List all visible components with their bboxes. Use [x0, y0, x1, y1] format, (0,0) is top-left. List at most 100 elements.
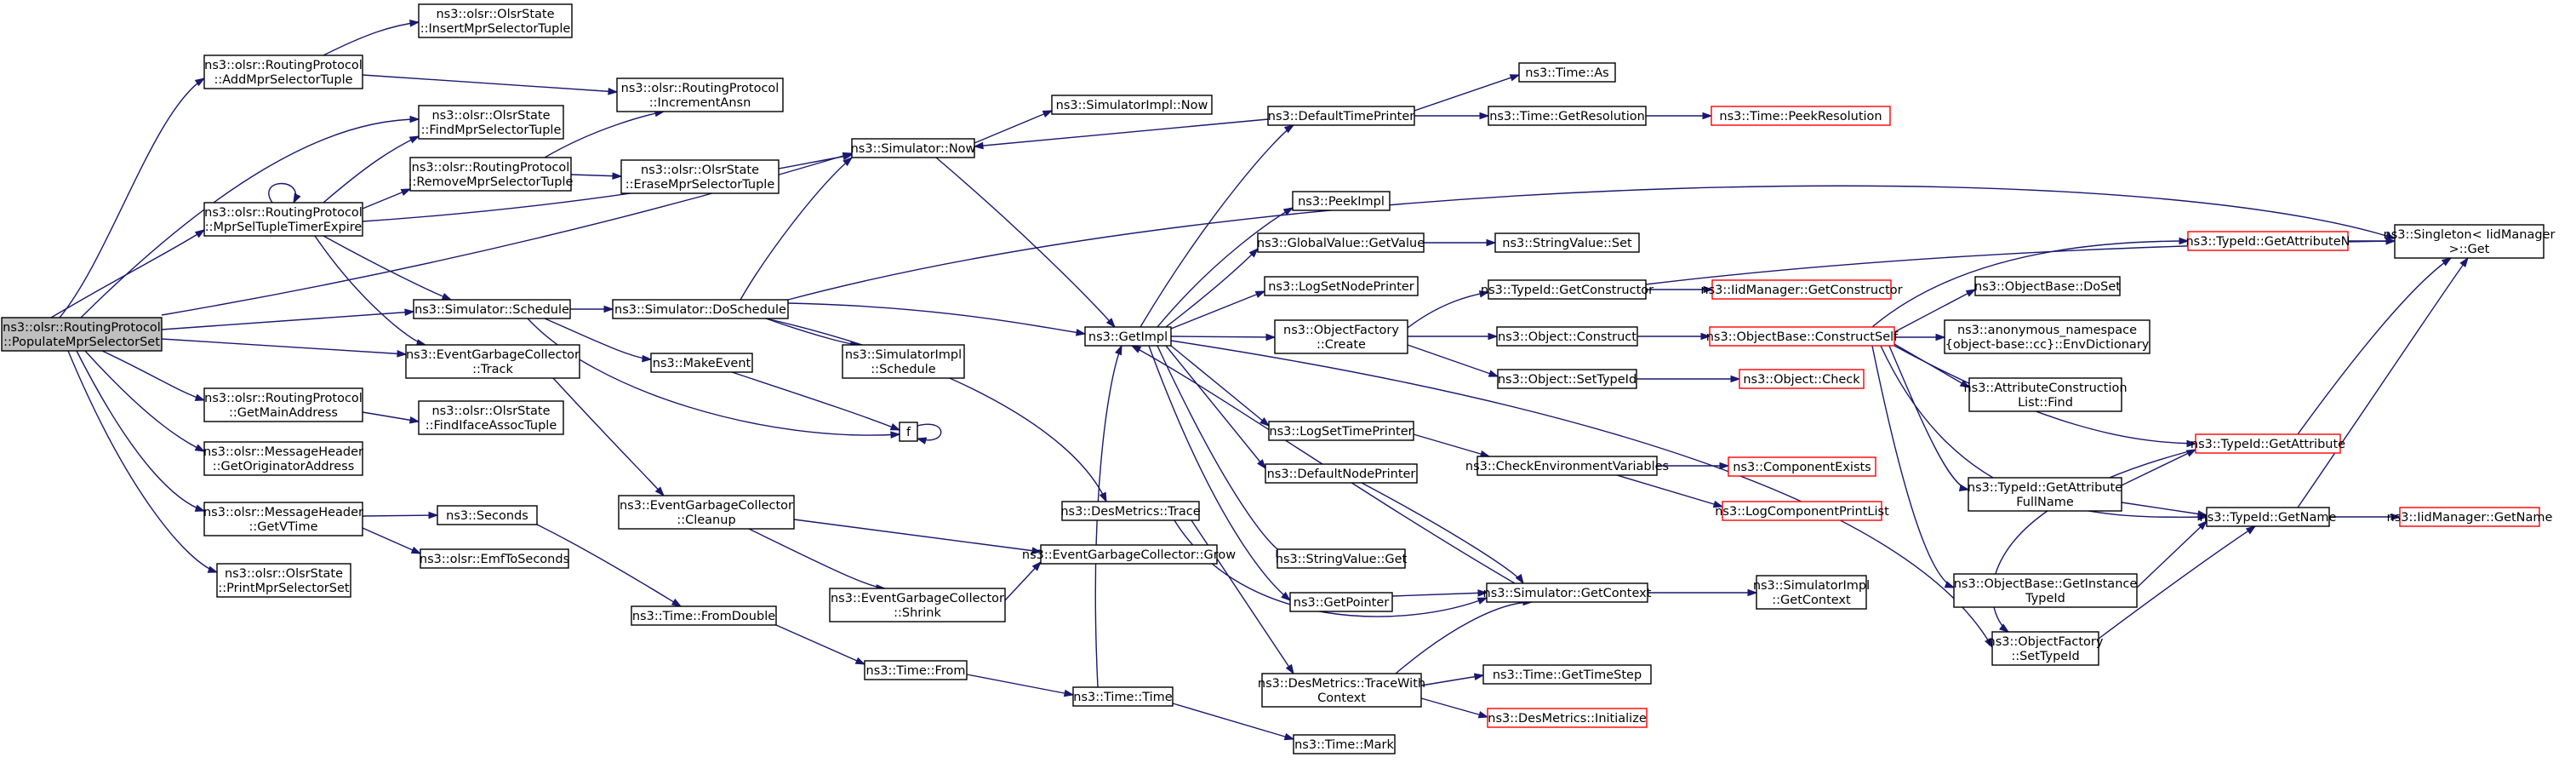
node-timegetres[interactable]: ns3::Time::GetResolution	[1488, 106, 1647, 126]
node-emftosec[interactable]: ns3::olsr::EmfToSeconds	[420, 548, 569, 569]
node-f[interactable]: f	[899, 422, 918, 442]
node-box	[203, 202, 363, 237]
call-edge-getvtime-to-emftosec	[362, 527, 422, 554]
node-egcshrink[interactable]: ns3::EventGarbageCollector::Shrink	[829, 588, 1006, 622]
node-label-line: TypeId	[2025, 592, 2065, 605]
node-timeas[interactable]: ns3::Time::As	[1518, 62, 1616, 83]
node-erasempr[interactable]: ns3::olsr::OlsrState::EraseMprSelectorTu…	[620, 159, 780, 194]
node-tidgetconstructor[interactable]: ns3::TypeId::GetConstructor	[1481, 279, 1654, 300]
node-getorigaddr[interactable]: ns3::olsr::MessageHeader::GetOriginatorA…	[203, 441, 363, 476]
call-edge-destracewithctx-to-timegetstep	[1420, 673, 1485, 686]
node-box	[203, 502, 363, 536]
node-label-line: ::AddMprSelectorTuple	[214, 73, 352, 87]
node-label-line: ::Cleanup	[677, 513, 735, 527]
node-insertmpr[interactable]: ns3::olsr::OlsrState::InsertMprSelectorT…	[418, 3, 573, 38]
node-deftimeprinter[interactable]: ns3::DefaultTimePrinter	[1267, 106, 1415, 126]
node-doschedule[interactable]: ns3::Simulator::DoSchedule	[612, 299, 789, 319]
node-label-line: ns3::Object::Check	[1743, 373, 1860, 387]
node-label-line: ns3::ComponentExists	[1733, 461, 1871, 474]
node-label-line: ns3::ObjectFactory	[1988, 635, 2104, 649]
node-tidgetattr[interactable]: ns3::TypeId::GetAttribute	[2190, 433, 2345, 454]
call-edge-destracewithctx-to-simgetcontext	[1395, 598, 1534, 674]
node-compexists[interactable]: ns3::ComponentExists	[1728, 456, 1876, 477]
node-label-line: ns3::StringValue::Set	[1502, 237, 1632, 250]
node-makeevent[interactable]: ns3::MakeEvent	[650, 353, 753, 373]
node-logcompprint[interactable]: ns3::LogComponentPrintList	[1715, 501, 1889, 521]
node-logsettimeprinter[interactable]: ns3::LogSetTimePrinter	[1268, 421, 1414, 441]
node-obdoset[interactable]: ns3::ObjectBase::DoSet	[1974, 276, 2121, 296]
node-label-line: ns3::Time::From	[866, 664, 966, 678]
node-tidgetattrn[interactable]: ns3::TypeId::GetAttributeN	[2185, 231, 2350, 251]
call-edge-addmpr-to-incansn	[362, 74, 619, 95]
node-addmpr[interactable]: ns3::olsr::RoutingProtocol::AddMprSelect…	[203, 54, 363, 89]
node-timegetstep[interactable]: ns3::Time::GetTimeStep	[1482, 664, 1652, 685]
node-mprseltimer[interactable]: ns3::olsr::RoutingProtocol::MprSelTupleT…	[203, 202, 363, 237]
node-iidgetconstructor[interactable]: ns3::IidManager::GetConstructor	[1700, 279, 1903, 300]
node-svget[interactable]: ns3::StringValue::Get	[1276, 548, 1408, 569]
node-objsettypeid[interactable]: ns3::Object::SetTypeId	[1497, 369, 1637, 389]
node-getvtime[interactable]: ns3::olsr::MessageHeader::GetVTime	[203, 502, 363, 536]
node-label-line: ns3::Time::Time	[1073, 691, 1173, 704]
node-egccleanup[interactable]: ns3::EventGarbageCollector::Cleanup	[618, 495, 795, 530]
node-destrace[interactable]: ns3::DesMetrics::Trace	[1060, 501, 1201, 521]
node-timetime[interactable]: ns3::Time::Time	[1072, 686, 1174, 707]
node-label-line: ns3::olsr::RoutingProtocol	[3, 321, 161, 335]
node-root[interactable]: ns3::olsr::RoutingProtocol::PopulateMprS…	[1, 317, 163, 352]
node-desinit[interactable]: ns3::DesMetrics::Initialize	[1487, 708, 1648, 728]
node-simschedule[interactable]: ns3::Simulator::Schedule	[413, 299, 571, 319]
node-label-line: ns3::TypeId::GetAttributeN	[2185, 235, 2350, 249]
node-getmainaddr[interactable]: ns3::olsr::RoutingProtocol::GetMainAddre…	[203, 387, 363, 422]
node-timefrom[interactable]: ns3::Time::From	[864, 660, 968, 680]
node-box	[620, 159, 780, 194]
call-edge-makeevent-to-f	[731, 371, 901, 431]
node-tidgetname[interactable]: ns3::TypeId::GetName	[2200, 507, 2337, 527]
node-label-line: ns3::Object::Construct	[1498, 330, 1636, 344]
node-label-line: ns3::Time::GetTimeStep	[1493, 668, 1642, 682]
node-box	[409, 157, 572, 192]
node-seconds[interactable]: ns3::Seconds	[437, 505, 538, 525]
node-gvgetvalue[interactable]: ns3::GlobalValue::GetValue	[1257, 232, 1425, 253]
node-egcgrow[interactable]: ns3::EventGarbageCollector::Grow	[1022, 544, 1236, 565]
node-envdict[interactable]: ns3::anonymous_namespace{object-base::cc…	[1944, 319, 2150, 354]
node-simnow[interactable]: ns3::Simulator::Now	[851, 138, 976, 158]
node-getpointer[interactable]: ns3::GetPointer	[1289, 592, 1393, 612]
node-box	[405, 344, 580, 379]
node-simimplgetctx[interactable]: ns3::SimulatorImpl::GetContext	[1753, 575, 1870, 610]
node-timepeekres[interactable]: ns3::Time::PeekResolution	[1711, 106, 1891, 126]
node-checkenv[interactable]: ns3::CheckEnvironmentVariables	[1465, 456, 1669, 476]
node-getimpl[interactable]: ns3::GetImpl	[1084, 326, 1172, 347]
node-simgetcontext[interactable]: ns3::Simulator::GetContext	[1483, 582, 1652, 603]
call-edge-tidgetattrfull-to-tidgetname	[2121, 502, 2208, 518]
node-findmpr[interactable]: ns3::olsr::OlsrState::FindMprSelectorTup…	[418, 105, 564, 140]
node-removempr[interactable]: ns3::olsr::RoutingProtocol::RemoveMprSel…	[408, 157, 574, 192]
call-edge-deftimeprinter-to-timeas	[1414, 74, 1521, 112]
node-printmpr[interactable]: ns3::olsr::OlsrState::PrintMprSelectorSe…	[216, 563, 351, 598]
node-logsetnodeprinter[interactable]: ns3::LogSetNodePrinter	[1264, 276, 1419, 296]
node-ofsettypeid[interactable]: ns3::ObjectFactory::SetTypeId	[1988, 631, 2104, 666]
node-obconstructself[interactable]: ns3::ObjectBase::ConstructSelf	[1706, 326, 1899, 347]
node-incansn[interactable]: ns3::olsr::RoutingProtocol::IncrementAns…	[616, 77, 784, 112]
node-iidgetname[interactable]: ns3::IidManager::GetName	[2387, 507, 2553, 527]
node-label-line: ::IncrementAnsn	[649, 96, 751, 110]
node-simimplnow[interactable]: ns3::SimulatorImpl::Now	[1051, 95, 1213, 115]
node-label-line: ns3::EventGarbageCollector	[406, 348, 580, 362]
node-svset[interactable]: ns3::StringValue::Set	[1494, 232, 1640, 253]
node-label-line: ::GetOriginatorAddress	[213, 460, 355, 473]
call-edge-egccleanup-to-egcshrink	[748, 528, 887, 592]
node-defnodeprinter[interactable]: ns3::DefaultNodePrinter	[1265, 463, 1418, 484]
node-objfactcreate[interactable]: ns3::ObjectFactory::Create	[1274, 319, 1408, 354]
node-timemark[interactable]: ns3::Time::Mark	[1293, 734, 1396, 754]
node-objconstruct[interactable]: ns3::Object::Construct	[1496, 326, 1638, 347]
node-singletonget[interactable]: ns3::Singleton< IidManager >::Get	[2384, 224, 2556, 259]
node-objcheck[interactable]: ns3::Object::Check	[1739, 369, 1865, 389]
node-egctrack[interactable]: ns3::EventGarbageCollector::Track	[405, 344, 580, 379]
node-simimplsched[interactable]: ns3::SimulatorImpl::Schedule	[842, 344, 965, 379]
node-timefromdouble[interactable]: ns3::Time::FromDouble	[631, 605, 777, 626]
node-findiface[interactable]: ns3::olsr::OlsrState::FindIfaceAssocTupl…	[418, 400, 564, 435]
node-peekimpl[interactable]: ns3::PeekImpl	[1292, 191, 1391, 211]
node-label-line: ns3::olsr::MessageHeader	[203, 445, 363, 459]
